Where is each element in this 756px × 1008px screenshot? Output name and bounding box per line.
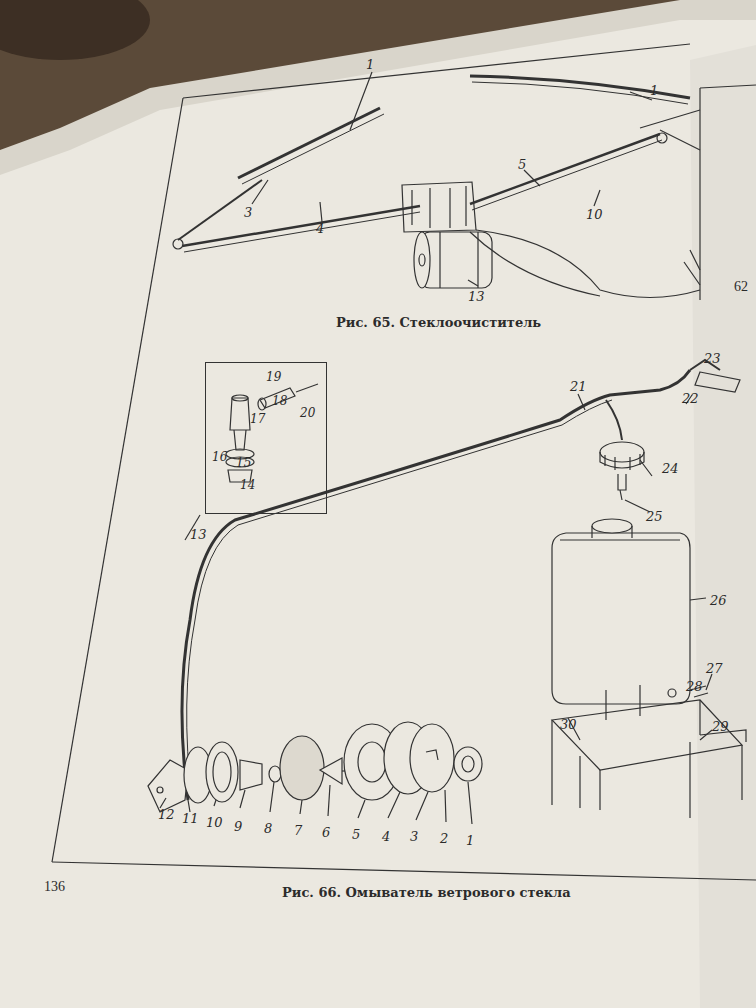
table-cell: 62 — [734, 280, 748, 294]
callout-number: 20 — [300, 407, 315, 419]
callout-number: 16 — [212, 451, 227, 463]
figure-caption: Рис. 66. Омыватель ветрового стекла — [282, 886, 571, 899]
callout-number: 3 — [244, 206, 252, 219]
callout-number: 4 — [316, 222, 324, 235]
callout-number: 30 — [560, 718, 577, 731]
callout-number: 4 — [382, 830, 390, 843]
callout-number: 13 — [468, 290, 485, 303]
callout-number: 21 — [570, 380, 587, 393]
callout-number: 11 — [182, 812, 199, 825]
callout-number: 5 — [518, 158, 526, 171]
figure-caption: Рис. 65. Стеклоочиститель — [336, 316, 541, 329]
callout-number: 7 — [294, 824, 302, 837]
callout-number: 1 — [650, 84, 658, 97]
page-number: 136 — [44, 880, 65, 894]
callout-number: 3 — [410, 830, 418, 843]
callout-number: 27 — [706, 662, 723, 675]
callout-number: 15 — [236, 457, 251, 469]
callout-number: 26 — [710, 594, 727, 607]
callout-number: 28 — [686, 680, 703, 693]
callout-number: 5 — [352, 828, 360, 841]
callout-number: 1 — [466, 834, 474, 847]
callout-number: 2 — [440, 832, 448, 845]
callout-number: 22 — [682, 392, 699, 405]
callout-number: 18 — [272, 395, 287, 407]
callout-number: 14 — [240, 479, 255, 491]
callout-number: 10 — [586, 208, 603, 221]
callout-number: 29 — [712, 720, 729, 733]
callout-number: 6 — [322, 826, 330, 839]
inset-frame: 19 18 20 17 16 15 14 — [205, 362, 327, 514]
callout-number: 17 — [250, 413, 265, 425]
callout-number: 10 — [206, 816, 223, 829]
callout-number: 13 — [190, 528, 207, 541]
callout-number: 24 — [662, 462, 679, 475]
callout-number: 25 — [646, 510, 663, 523]
callout-number: 1 — [366, 58, 374, 71]
callout-number: 8 — [264, 822, 272, 835]
callout-number: 23 — [704, 352, 721, 365]
callout-number: 19 — [266, 371, 281, 383]
callout-number: 9 — [234, 820, 242, 833]
callout-number: 12 — [158, 808, 175, 821]
